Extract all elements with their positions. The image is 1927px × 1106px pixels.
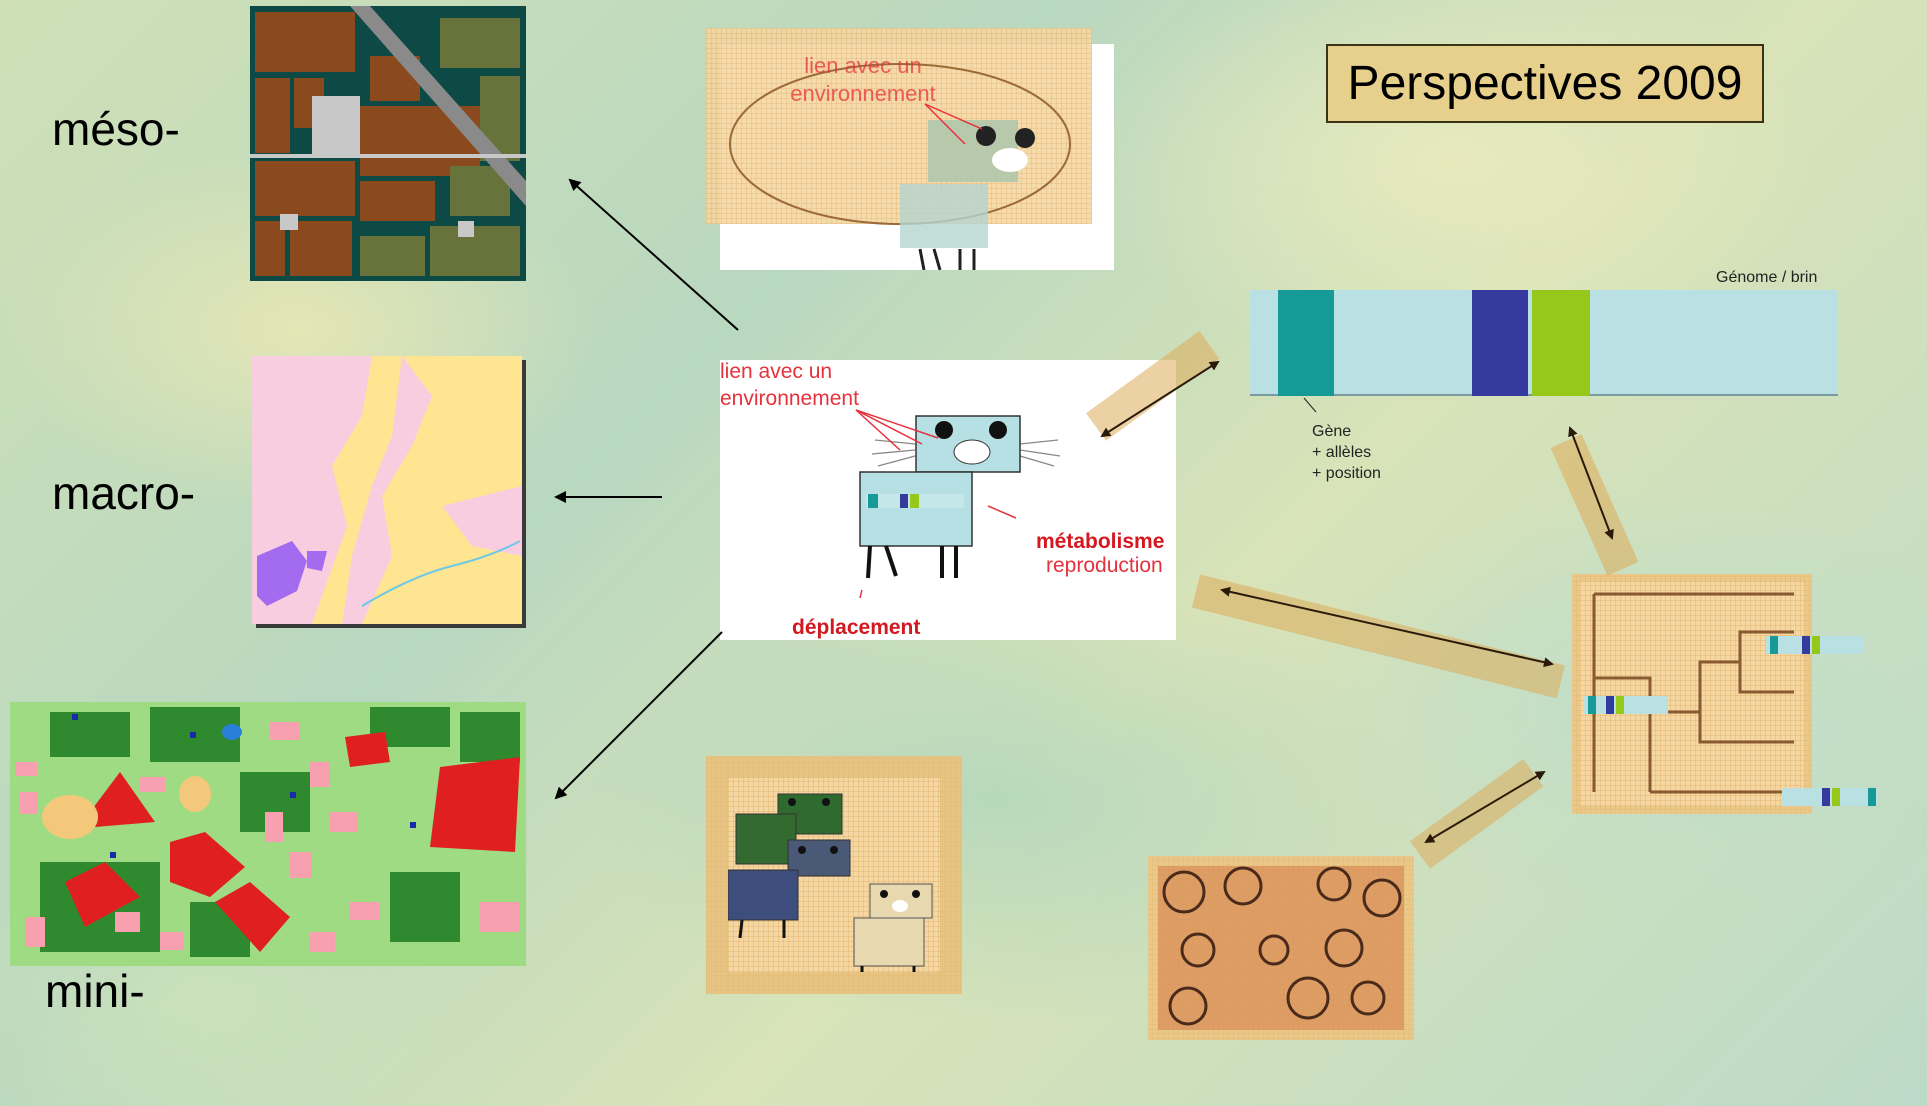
genome-bar-small (1766, 636, 1864, 654)
arrow-to-mini (554, 631, 723, 800)
faded-creature-panel: lien avec un environnement (706, 28, 1114, 270)
macro-label: macro- (52, 467, 196, 519)
microscopy-panel (1148, 856, 1414, 1040)
arrow-genome-tree (1568, 426, 1614, 540)
meso-label: méso- (52, 103, 180, 155)
page-title: Perspectives 2009 (1326, 44, 1764, 123)
gene-note: Gène + allèles + position (1312, 422, 1381, 484)
meso-map (250, 6, 526, 281)
mini-label: mini- (45, 965, 145, 1017)
population-panel (706, 756, 962, 994)
genome-bar-small (1782, 788, 1878, 806)
pointer-icon (1303, 397, 1317, 413)
faded-environment-label: lien avec un environnement (790, 53, 936, 106)
arrow-to-meso (568, 178, 739, 331)
gene-segment (1278, 290, 1334, 396)
reproduction-label: reproduction (1046, 554, 1163, 577)
mini-map (10, 702, 526, 966)
gene-note-line: Gène (1312, 423, 1352, 440)
metabolism-label: métabolisme (1036, 530, 1165, 553)
macro-map (252, 356, 522, 624)
genome-strand (1250, 290, 1838, 396)
arrow-tree-cells (1424, 770, 1546, 844)
gene-segment (1472, 290, 1528, 396)
genome-title: Génome / brin (1716, 269, 1818, 286)
genome-bar-small (1584, 696, 1668, 714)
gene-segment (1532, 290, 1590, 396)
phylogeny-panel (1572, 574, 1812, 814)
gene-note-line: + allèles (1312, 443, 1372, 461)
arrow-creature-tree (1220, 586, 1554, 668)
movement-label: déplacement (792, 616, 921, 639)
arrow-creature-genome (1100, 360, 1220, 438)
gene-note-line: + position (1312, 464, 1381, 482)
environment-label: lien avec un environnement (720, 360, 859, 411)
